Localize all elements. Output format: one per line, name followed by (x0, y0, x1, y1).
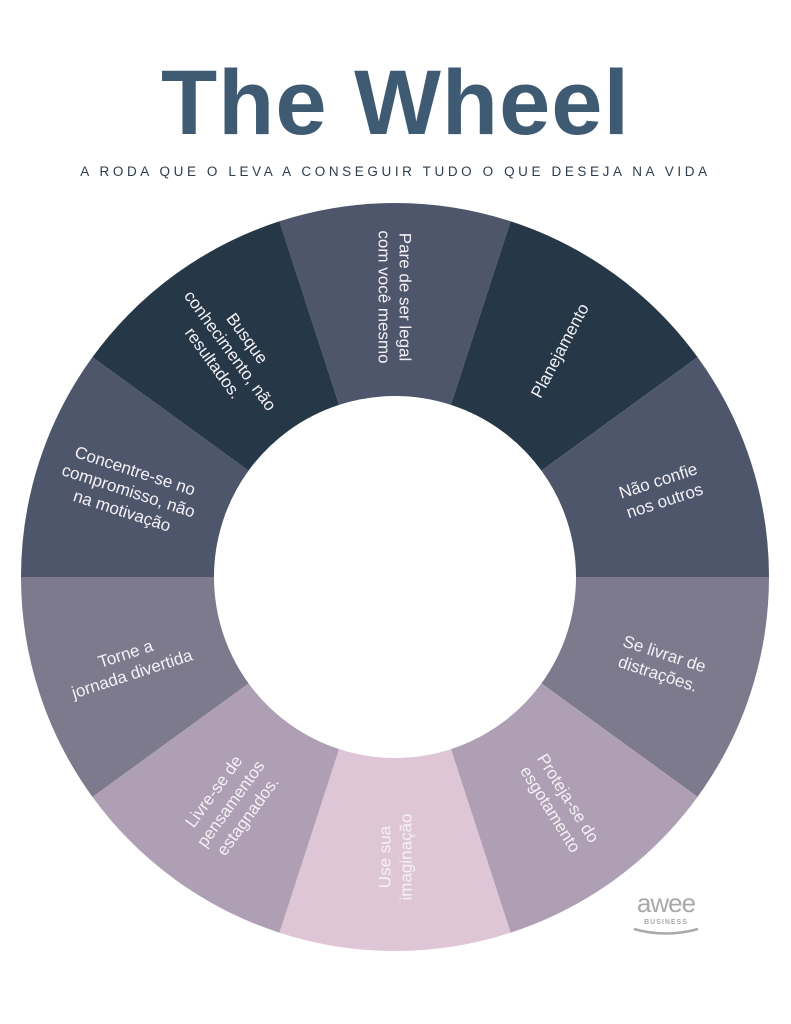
label-line: com você mesmo (375, 230, 394, 363)
wheel-segment (541, 577, 769, 797)
wheel-segment (92, 683, 340, 933)
awee-business-logo: awee BUSINESS (628, 888, 704, 940)
wheel-segment (279, 203, 511, 405)
logo-smile-icon (633, 928, 699, 935)
wheel-segment (279, 749, 511, 951)
label-line: Use sua (376, 825, 395, 888)
wheel-segment (21, 577, 249, 797)
page-subtitle: A RODA QUE O LEVA A CONSEGUIR TUDO O QUE… (80, 164, 711, 179)
wheel-segment (450, 683, 698, 933)
wheel-segment (541, 357, 769, 577)
label-line: Pare de ser legal (396, 233, 415, 362)
logo-wordmark: awee (636, 888, 696, 918)
label-line: imaginação (397, 814, 416, 901)
wheel-segment (92, 221, 340, 471)
wheel-segment (21, 357, 249, 577)
logo-tagline: BUSINESS (644, 919, 688, 926)
wheel-segment-label: Pare de ser legalcom você mesmo (375, 230, 415, 363)
page-title: The Wheel (160, 52, 631, 154)
wheel-segment (450, 221, 698, 471)
